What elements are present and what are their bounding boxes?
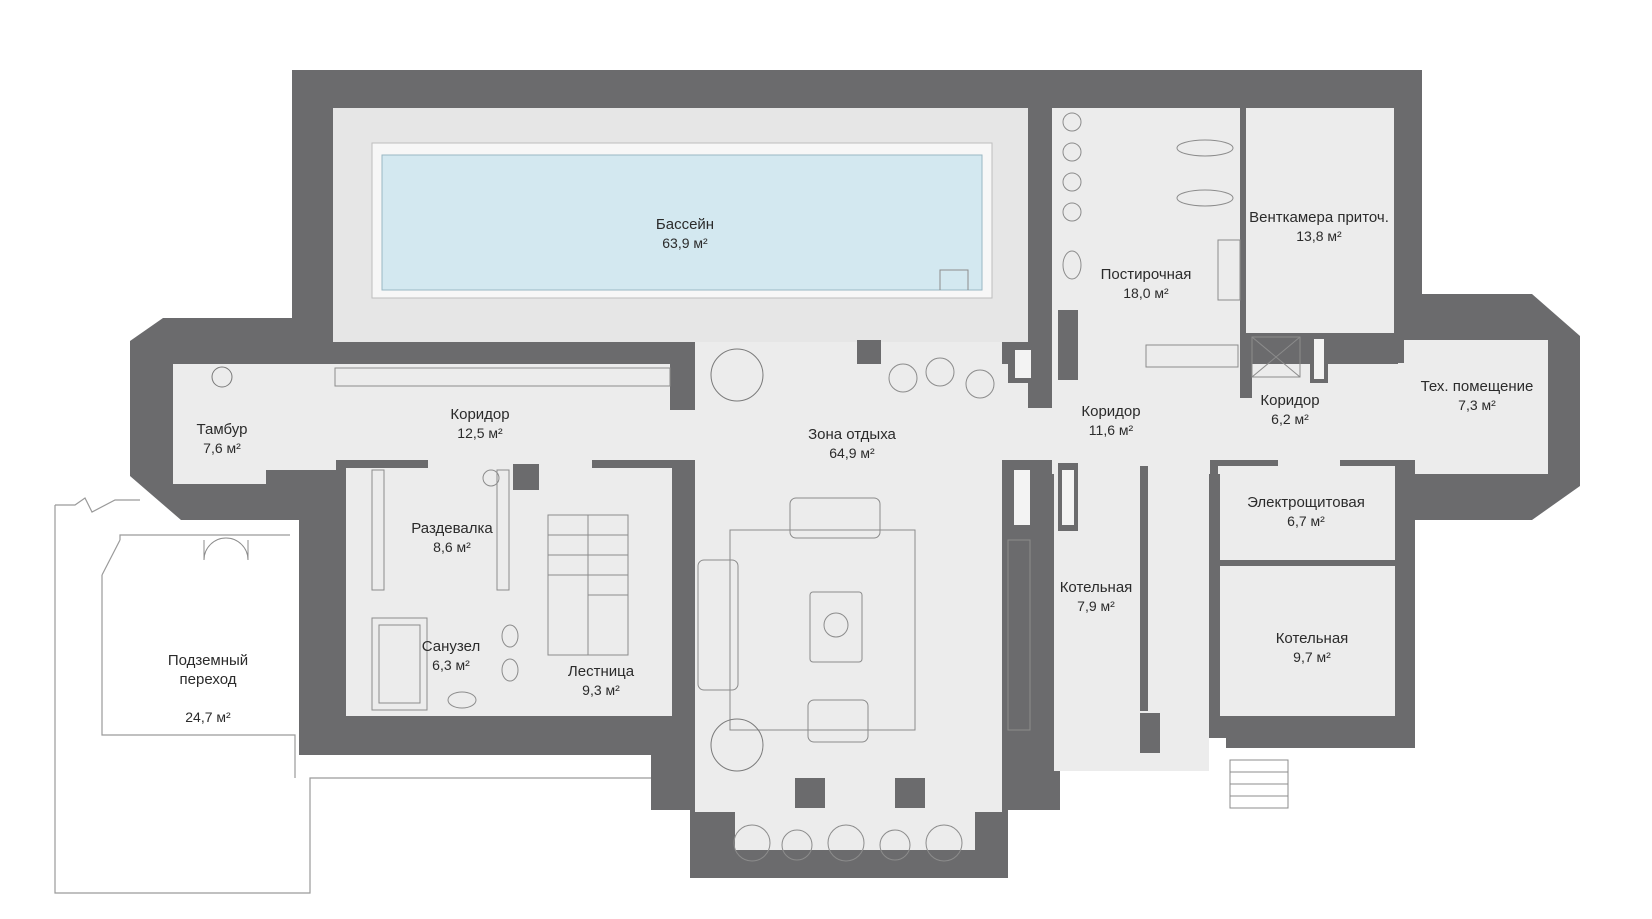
room-area: 64,9 м² — [829, 445, 875, 461]
room-area: 6,3 м² — [432, 657, 470, 673]
room-label-vent: Венткамера приточ. 13,8 м² — [1249, 208, 1389, 246]
room-name: Санузел — [421, 638, 481, 655]
room-name: Подземный переход — [167, 652, 249, 688]
room-name: Зона отдыха — [808, 426, 896, 443]
floor-areas — [173, 108, 1548, 850]
room-area: 63,9 м² — [662, 235, 708, 251]
room-label-tambur: Тамбур 7,6 м² — [197, 420, 248, 458]
room-label-dressing: Раздевалка 8,6 м² — [411, 519, 492, 557]
room-area: 9,3 м² — [582, 682, 620, 698]
room-area: 18,0 м² — [1123, 285, 1169, 301]
room-label-corridor-1: Коридор 12,5 м² — [450, 405, 509, 443]
room-name: Венткамера приточ. — [1249, 209, 1389, 226]
room-area: 13,8 м² — [1296, 228, 1342, 244]
room-name: Котельная — [1275, 630, 1349, 647]
room-name: Котельная — [1059, 579, 1133, 596]
room-name: Лестница — [567, 663, 635, 680]
room-label-stairs: Лестница 9,3 м² — [568, 662, 634, 700]
room-label-boiler-2: Котельная 9,7 м² — [1276, 629, 1349, 667]
room-area: 9,7 м² — [1293, 649, 1331, 665]
room-name: Бассейн — [655, 216, 715, 233]
room-label-passage: Подземный переход 24,7 м² — [168, 632, 248, 746]
room-name: Электрощитовая — [1247, 494, 1365, 511]
room-name: Коридор — [1260, 392, 1320, 409]
pool-ladder-icon — [939, 269, 969, 290]
room-name: Постирочная — [1100, 266, 1192, 283]
room-name: Тех. помещение — [1420, 378, 1534, 395]
room-area: 12,5 м² — [457, 425, 503, 441]
room-label-corridor-3: Коридор 6,2 м² — [1260, 391, 1319, 429]
room-area: 6,7 м² — [1287, 513, 1325, 529]
passage-outline — [54, 497, 790, 894]
room-area: 7,9 м² — [1077, 598, 1115, 614]
room-label-bath: Санузел 6,3 м² — [422, 637, 480, 675]
interior-walls — [266, 108, 1415, 770]
room-label-electric: Электрощитовая 6,7 м² — [1247, 493, 1365, 531]
room-name: Тамбур — [196, 421, 248, 438]
room-label-pool: Бассейн 63,9 м² — [656, 215, 714, 253]
room-label-laundry: Постирочная 18,0 м² — [1101, 265, 1192, 303]
room-label-corridor-2: Коридор 11,6 м² — [1081, 402, 1140, 440]
pool-water — [381, 154, 983, 291]
room-area: 7,6 м² — [203, 440, 241, 456]
room-area: 6,2 м² — [1271, 411, 1309, 427]
room-name: Раздевалка — [411, 520, 493, 537]
room-label-boiler-1: Котельная 7,9 м² — [1060, 578, 1133, 616]
room-area: 8,6 м² — [433, 539, 471, 555]
room-name: Коридор — [1081, 403, 1141, 420]
room-area: 7,3 м² — [1458, 397, 1496, 413]
room-name: Коридор — [450, 406, 510, 423]
room-label-lounge: Зона отдыха 64,9 м² — [808, 425, 896, 463]
room-label-tech: Тех. помещение 7,3 м² — [1421, 377, 1534, 415]
room-area: 11,6 м² — [1088, 422, 1134, 438]
room-area: 24,7 м² — [185, 709, 231, 725]
fixtures — [203, 112, 1301, 862]
